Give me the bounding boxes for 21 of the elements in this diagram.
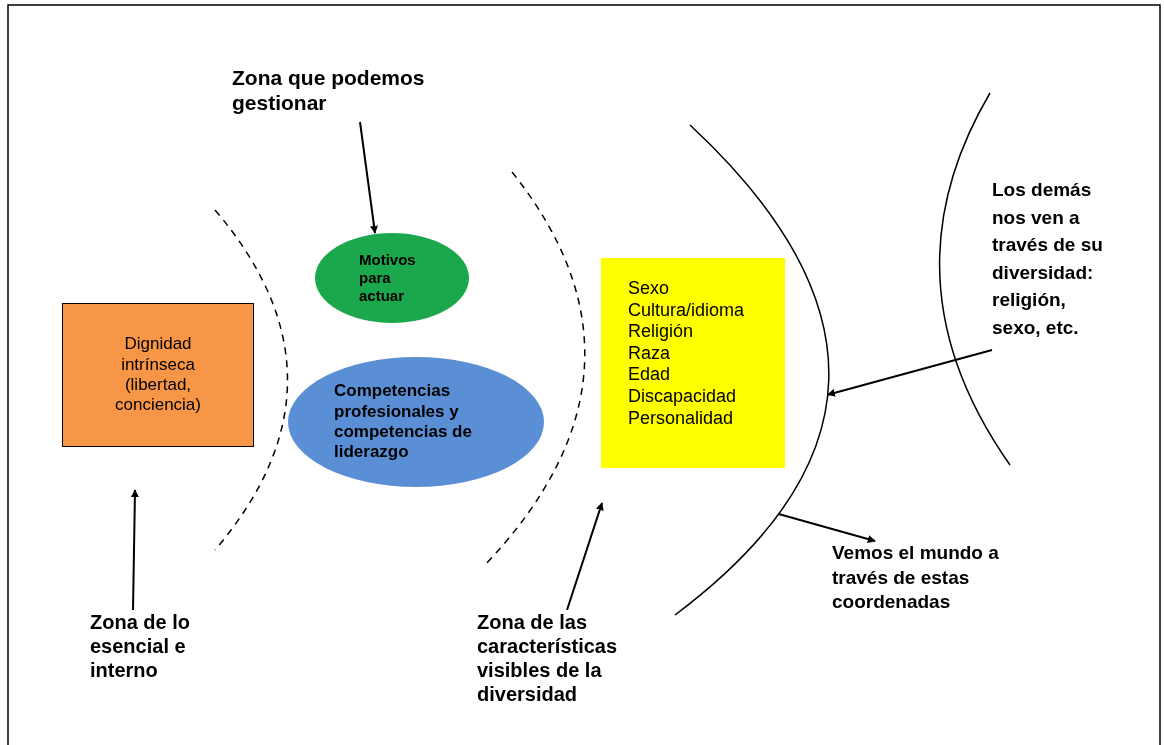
world-view-note: Vemos el mundo a través de estas coordenadas — [832, 541, 1012, 627]
arrow — [359, 121, 378, 234]
characteristic-label: Edad — [628, 364, 672, 386]
zone-heading: Zona que podemos gestionar — [232, 58, 492, 122]
zone-caption: Zona de las características visibles de la diversidad — [477, 610, 662, 722]
characteristic-label: Raza — [628, 342, 672, 365]
arrow — [130, 489, 139, 611]
competencies-ellipse: Competencias profesionales y competencias de liderazgo — [288, 357, 544, 487]
zone-caption: Zona de lo esencial e interno — [90, 610, 250, 696]
others-note: Los demás nos ven a través de su diversidad: religión, sexo, etc. — [992, 176, 1114, 366]
characteristic-label: Religión — [628, 321, 695, 343]
dignity-box: Dignidad intrínseca (libertad, conciencia) — [62, 303, 254, 447]
arrow — [566, 502, 604, 611]
arrow — [826, 349, 993, 397]
arrow — [777, 513, 876, 543]
characteristic-label: Cultura/idioma — [628, 299, 746, 322]
motives-ellipse: Motivos para actuar — [315, 233, 469, 323]
characteristic-label: Sexo — [628, 278, 671, 300]
characteristic-label: Discapacidad — [628, 385, 738, 408]
characteristic-label: Personalidad — [628, 407, 735, 430]
characteristics-box — [601, 258, 785, 468]
